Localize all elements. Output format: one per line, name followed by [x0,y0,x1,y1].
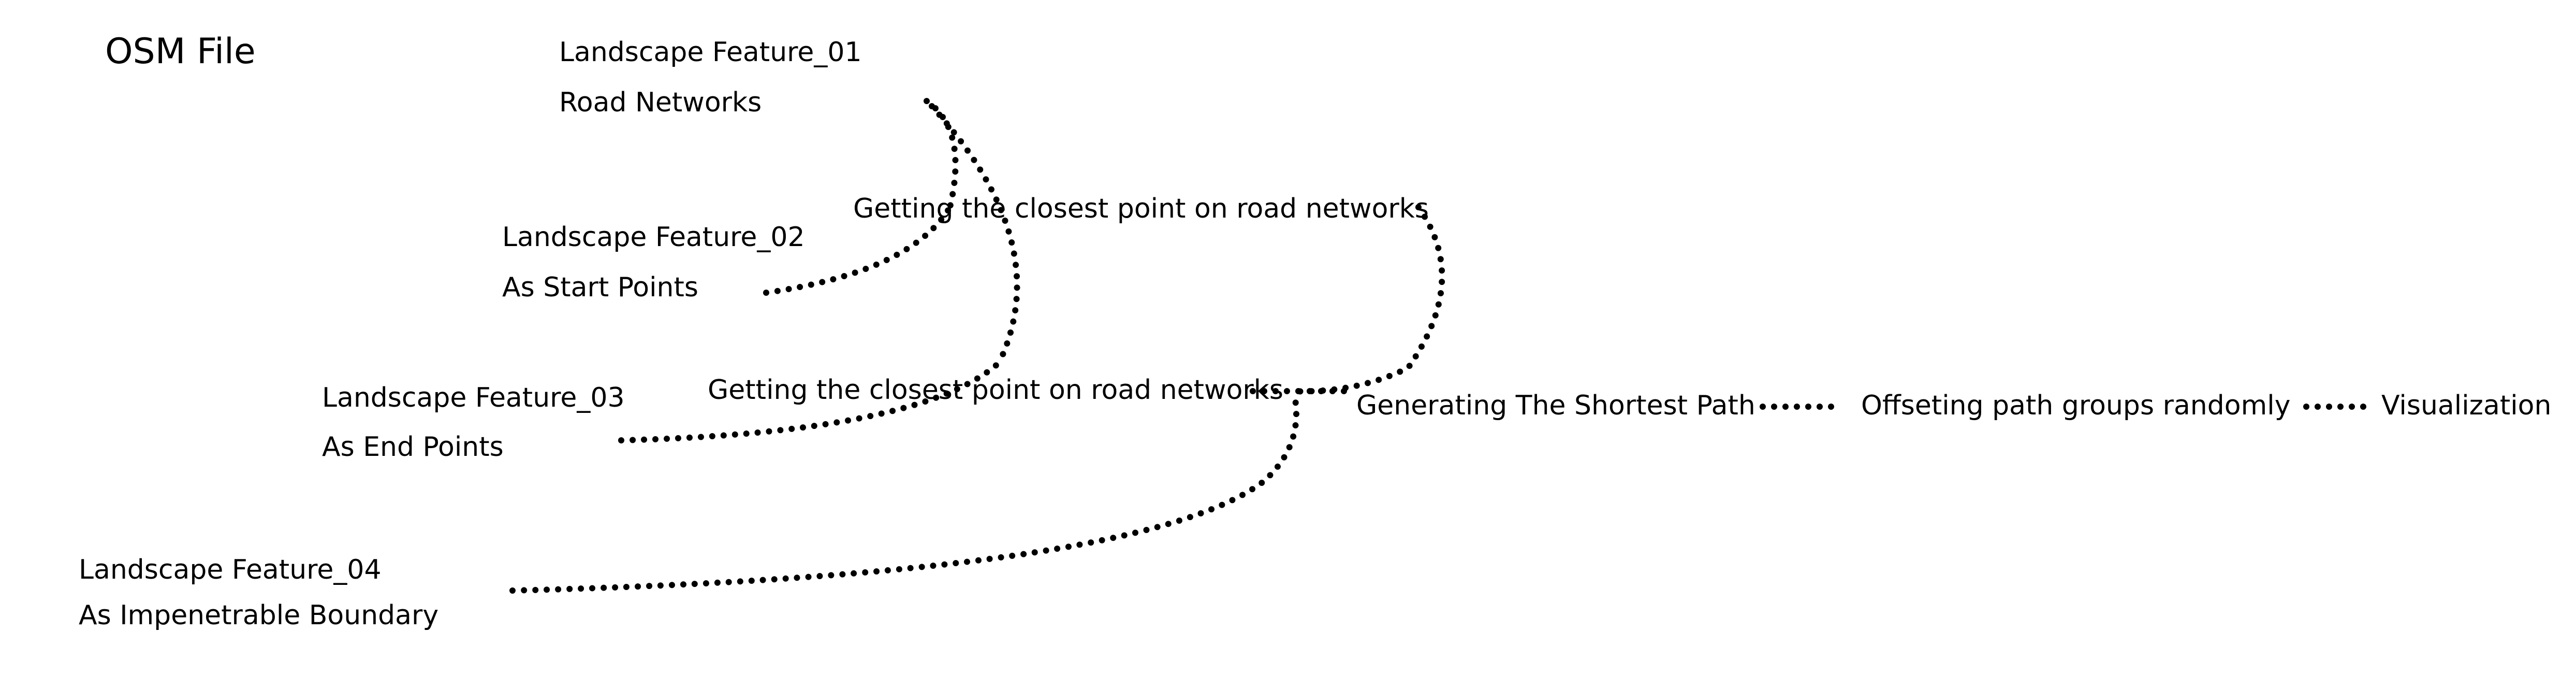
feature-role: As End Points [322,432,504,463]
step-visualization: Visualization [2381,390,2551,421]
step-closest-point-end: Getting the closest point on road networ… [708,375,1283,406]
feature-start-points: Landscape Feature_02 As Start Points [502,222,805,303]
connector-start-points-to-closest-start [763,204,953,296]
feature-role: Road Networks [559,87,762,118]
feature-name: Landscape Feature_04 [79,554,382,585]
feature-name: Landscape Feature_02 [502,222,805,253]
feature-impenetrable-boundary: Landscape Feature_04 As Impenetrable Bou… [79,554,438,631]
feature-road-networks: Landscape Feature_01 Road Networks [559,37,862,118]
step-shortest-path: Generating The Shortest Path [1356,390,1755,421]
step-offset-paths: Offseting path groups randomly [1861,390,2290,421]
connector-boundary-to-shortest-path [509,391,1299,594]
connector-closest-start-to-shortest-path [1286,204,1445,395]
step-closest-point-start: Getting the closest point on road networ… [853,193,1429,224]
feature-name: Landscape Feature_01 [559,37,862,68]
feature-end-points: Landscape Feature_03 As End Points [322,382,625,463]
connectors [509,98,2374,594]
connector-road-to-closest-end [929,103,1020,366]
feature-name: Landscape Feature_03 [322,382,625,413]
connector-end-points-to-closest-end [618,360,1002,443]
connector-road-to-closest-start [924,98,959,210]
feature-role: As Start Points [502,272,698,303]
osm-file-title: OSM File [105,31,256,72]
feature-role: As Impenetrable Boundary [79,600,438,631]
